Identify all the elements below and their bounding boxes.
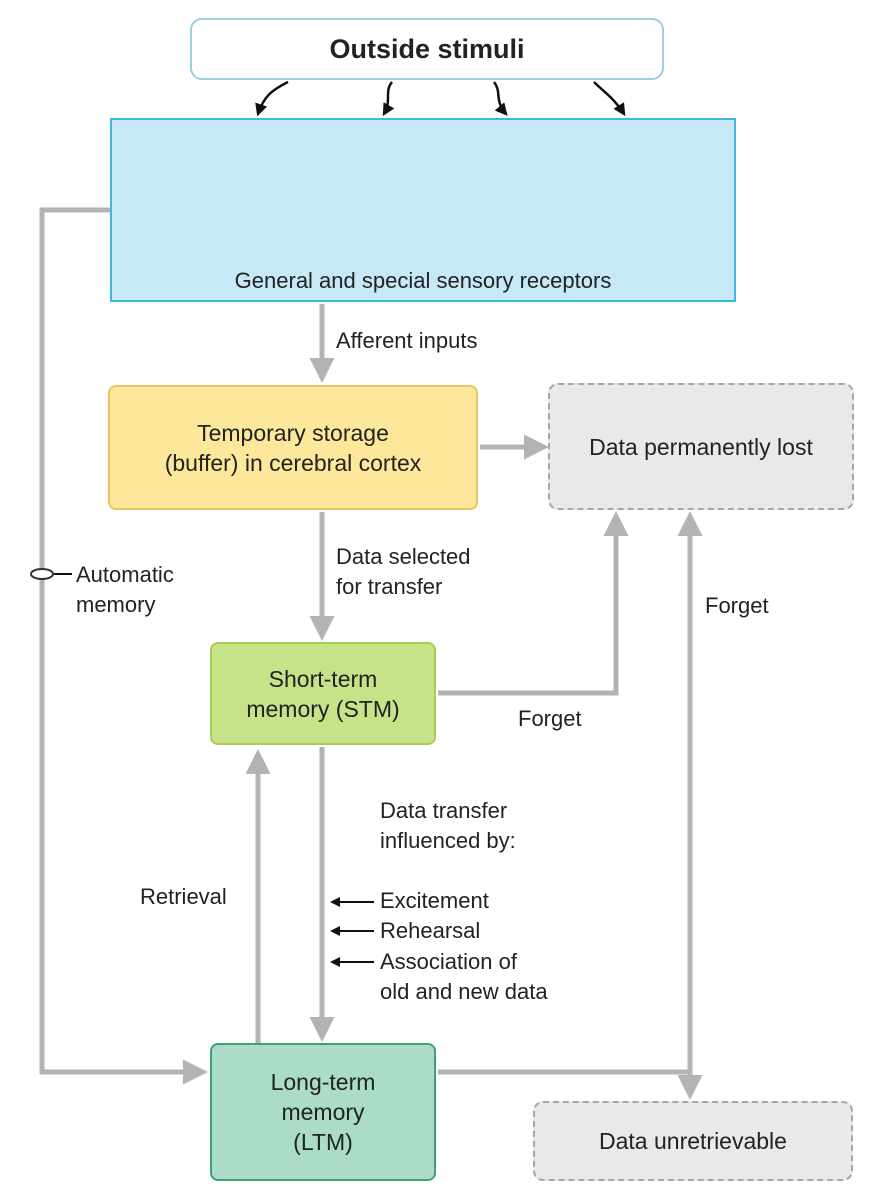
afferent-inputs-label: Afferent inputs — [336, 328, 478, 353]
stimulus-arrow-ear — [492, 81, 508, 116]
stimulus-arrow-touch — [382, 81, 395, 117]
data-selected-label: Data selected for transfer — [336, 544, 471, 599]
stm-forget-arrow — [438, 511, 629, 696]
connectors — [39, 207, 703, 1100]
short-term-memory-box: Short-term memory (STM) — [210, 642, 436, 745]
influence-association: Association of old and new data — [380, 949, 548, 1004]
data-transfer-heading: Data transfer influenced by: — [380, 798, 516, 853]
forget-label-stm: Forget — [518, 706, 582, 731]
long-term-memory-box: Long-term memory (LTM) — [210, 1043, 436, 1181]
forget-label-upper: Forget — [705, 593, 769, 618]
sensory-receptors-label: General and special sensory receptors — [234, 268, 612, 293]
automatic-memory-label: Automatic memory — [76, 562, 174, 617]
automatic-memory-line — [39, 207, 208, 1085]
temporary-storage-box: Temporary storage (buffer) in cerebral c… — [108, 385, 478, 510]
stimulus-arrow-nose — [593, 81, 626, 117]
data-permanently-lost-box: Data permanently lost — [548, 383, 854, 510]
stimulus-arrow-eye — [255, 80, 289, 117]
data-unretrievable-box: Data unretrievable — [533, 1101, 853, 1181]
outside-stimuli-box: Outside stimuli — [190, 18, 664, 80]
sensory-receptors-panel — [110, 118, 736, 302]
influence-arrows — [330, 897, 374, 967]
influence-rehearsal: Rehearsal — [380, 918, 481, 943]
stimuli-arrows — [255, 80, 626, 117]
retrieval-label: Retrieval — [140, 884, 227, 909]
influence-excitement: Excitement — [380, 888, 489, 913]
bypass-symbol — [30, 568, 54, 580]
